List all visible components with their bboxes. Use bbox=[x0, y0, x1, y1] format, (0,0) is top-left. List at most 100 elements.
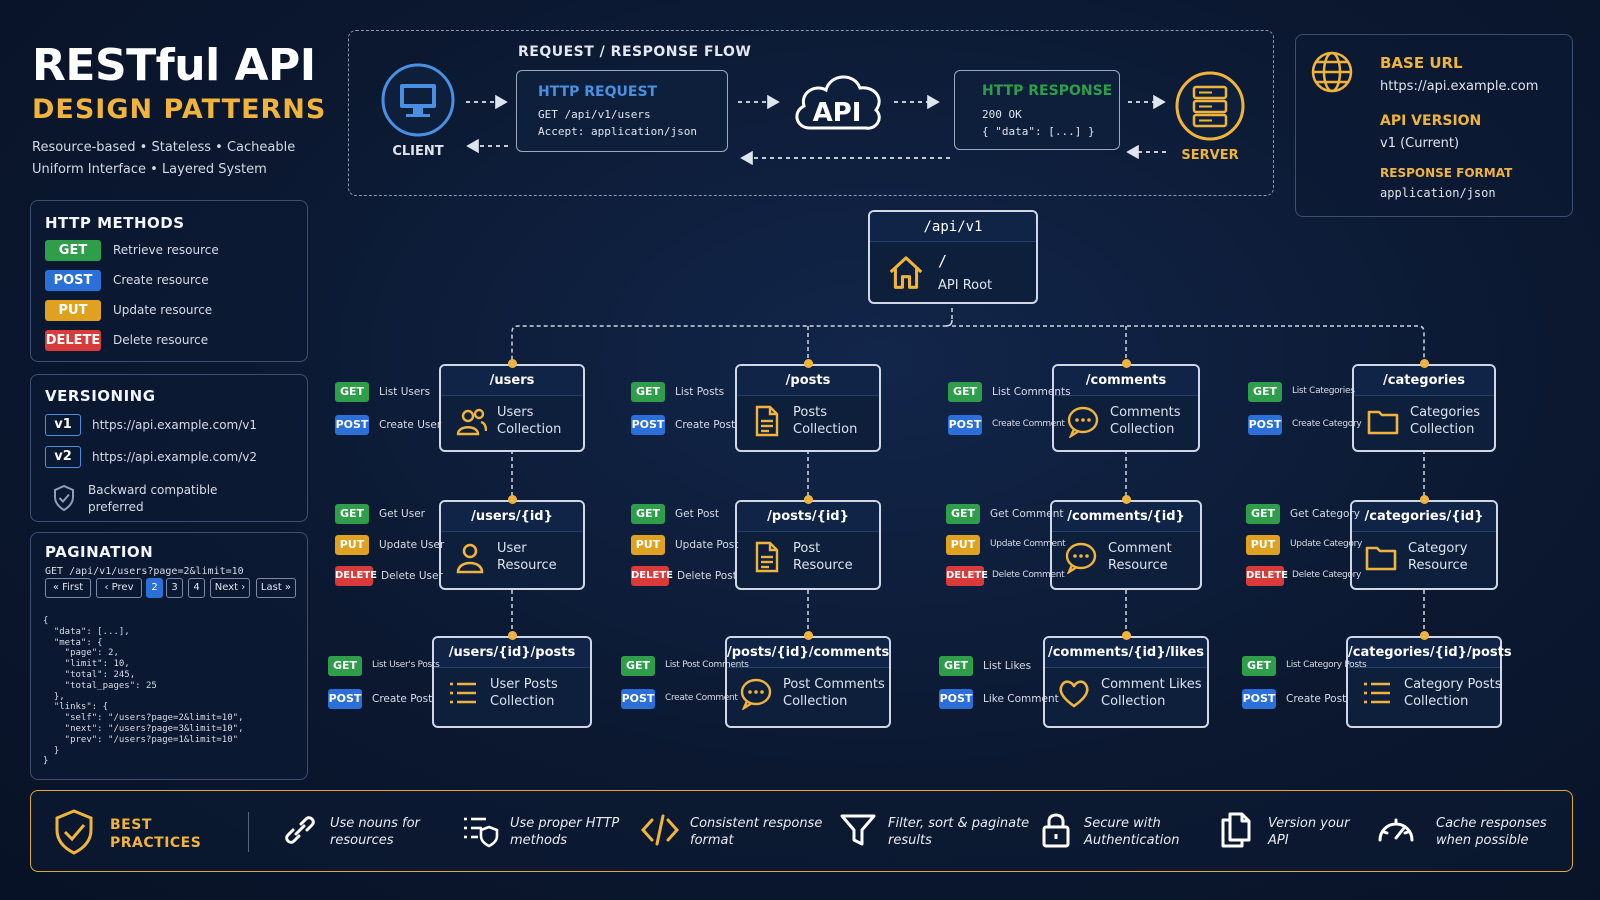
pagination-button-6[interactable]: Next › bbox=[210, 578, 250, 598]
op-badge-put: PUT bbox=[631, 535, 665, 555]
connector-dot bbox=[803, 495, 813, 504]
resource-path: /comments bbox=[1054, 366, 1198, 396]
shield-check-icon bbox=[55, 809, 93, 855]
versioning-title: VERSIONING bbox=[45, 387, 156, 405]
pagination-button-1[interactable]: « First bbox=[45, 578, 91, 598]
op-badge-post: POST bbox=[328, 688, 362, 709]
best-practice-item: Version your API bbox=[1268, 816, 1350, 848]
op-desc: List Comments bbox=[992, 385, 1071, 398]
method-desc-get: Retrieve resource bbox=[113, 243, 219, 257]
op-desc: Get Comment bbox=[990, 508, 1064, 520]
pagination-request: GET /api/v1/users?page=2&limit=10 bbox=[45, 566, 244, 577]
server-label: SERVER bbox=[1181, 148, 1239, 163]
op-desc: Create User bbox=[379, 418, 442, 431]
method-badge-get: GET bbox=[45, 240, 101, 261]
response-format-title: RESPONSE FORMAT bbox=[1380, 166, 1513, 180]
document-icon bbox=[749, 404, 783, 438]
monitor-icon bbox=[381, 63, 455, 137]
op-desc: Like Comment bbox=[983, 692, 1059, 705]
connector-dot bbox=[507, 359, 517, 368]
cloud-icon bbox=[795, 75, 881, 130]
op-desc: Delete Comment bbox=[992, 570, 1065, 580]
resource-path: /users/{id} bbox=[441, 502, 583, 532]
list-icon bbox=[446, 676, 480, 710]
best-practices-panel bbox=[30, 790, 1573, 872]
resource-path: /posts bbox=[737, 366, 879, 396]
api-root-label: API Root bbox=[938, 278, 993, 293]
version-url-v1: https://api.example.com/v1 bbox=[92, 418, 258, 432]
folder-icon bbox=[1364, 540, 1398, 574]
best-practices-title-1: BEST bbox=[110, 817, 152, 833]
http-methods-title: HTTP METHODS bbox=[45, 214, 185, 232]
resource-node[interactable]: /users/{id} User Resource bbox=[439, 500, 585, 590]
op-desc: Create Post bbox=[372, 692, 433, 705]
op-badge-post: POST bbox=[621, 688, 655, 709]
resource-node[interactable]: /categories/{id}Category Resource bbox=[1350, 500, 1498, 590]
resource-label: Comment Likes Collection bbox=[1101, 677, 1202, 709]
api-root-node[interactable]: /api/v1 / API Root bbox=[868, 210, 1038, 304]
op-desc: List Posts bbox=[675, 385, 725, 398]
connector-dot bbox=[1419, 631, 1429, 640]
flow-arrows bbox=[466, 94, 1166, 166]
list-icon bbox=[1360, 676, 1394, 710]
pagination-button-3[interactable]: 2 bbox=[146, 578, 163, 598]
op-badge-get: GET bbox=[335, 504, 369, 524]
comment-icon bbox=[1064, 540, 1098, 576]
resource-node[interactable]: /posts/{id}Post Resource bbox=[735, 500, 881, 590]
op-desc: Get Post bbox=[675, 508, 720, 520]
op-badge-get: GET bbox=[1246, 504, 1280, 524]
version-tag-v1: v1 bbox=[45, 414, 81, 436]
pagination-button-7[interactable]: Last » bbox=[256, 578, 296, 598]
op-desc: Create Post bbox=[1286, 692, 1347, 705]
op-badge-get: GET bbox=[1242, 655, 1276, 676]
op-desc: Create Category bbox=[1292, 418, 1362, 429]
best-practice-item: Use nouns for resources bbox=[330, 816, 420, 848]
op-badge-delete: DELETE bbox=[631, 566, 673, 586]
api-label: API bbox=[812, 98, 862, 128]
resource-node[interactable]: /comments/{id}Comment Resource bbox=[1050, 500, 1202, 590]
method-desc-put: Update resource bbox=[113, 303, 213, 317]
op-badge-get: GET bbox=[631, 381, 665, 402]
op-badge-get: GET bbox=[621, 655, 655, 676]
connector-dot bbox=[1419, 359, 1429, 368]
globe-icon bbox=[1311, 51, 1353, 93]
op-desc: Delete Category bbox=[1292, 570, 1362, 580]
principles-line-1: Resource-based • Stateless • Cacheable bbox=[32, 140, 296, 155]
op-desc: List Likes bbox=[983, 659, 1032, 672]
method-badge-put: PUT bbox=[45, 300, 101, 321]
document-icon bbox=[749, 540, 783, 574]
resource-label: Post Comments Collection bbox=[783, 677, 885, 709]
home-icon bbox=[889, 256, 923, 289]
client-label: CLIENT bbox=[392, 144, 444, 159]
connector-dot bbox=[803, 631, 813, 640]
resource-label: User Resource bbox=[497, 541, 557, 573]
method-badge-post: POST bbox=[45, 270, 101, 291]
resource-label: Posts Collection bbox=[793, 405, 858, 437]
resource-label: Users Collection bbox=[497, 405, 562, 437]
base-url-value: https://api.example.com bbox=[1380, 79, 1539, 94]
resource-label: User Posts Collection bbox=[490, 677, 558, 709]
resource-path: /users bbox=[441, 366, 583, 396]
best-practice-item: Filter, sort & paginate results bbox=[888, 816, 1030, 848]
shield-check-icon bbox=[54, 484, 74, 512]
api-root-slash: / bbox=[938, 252, 948, 270]
op-badge-put: PUT bbox=[335, 535, 369, 555]
page-title: RESTful API bbox=[32, 40, 316, 91]
pagination-button-5[interactable]: 4 bbox=[188, 578, 205, 598]
connector-dot bbox=[1419, 495, 1429, 504]
code-icon bbox=[640, 810, 680, 850]
tree-connectors bbox=[511, 308, 1425, 636]
gauge-icon bbox=[1376, 810, 1416, 850]
method-desc-delete: Delete resource bbox=[113, 333, 209, 347]
link-icon bbox=[280, 810, 320, 850]
pagination-button-4[interactable]: 3 bbox=[166, 578, 183, 598]
pagination-button-2[interactable]: ‹ Prev bbox=[96, 578, 142, 598]
